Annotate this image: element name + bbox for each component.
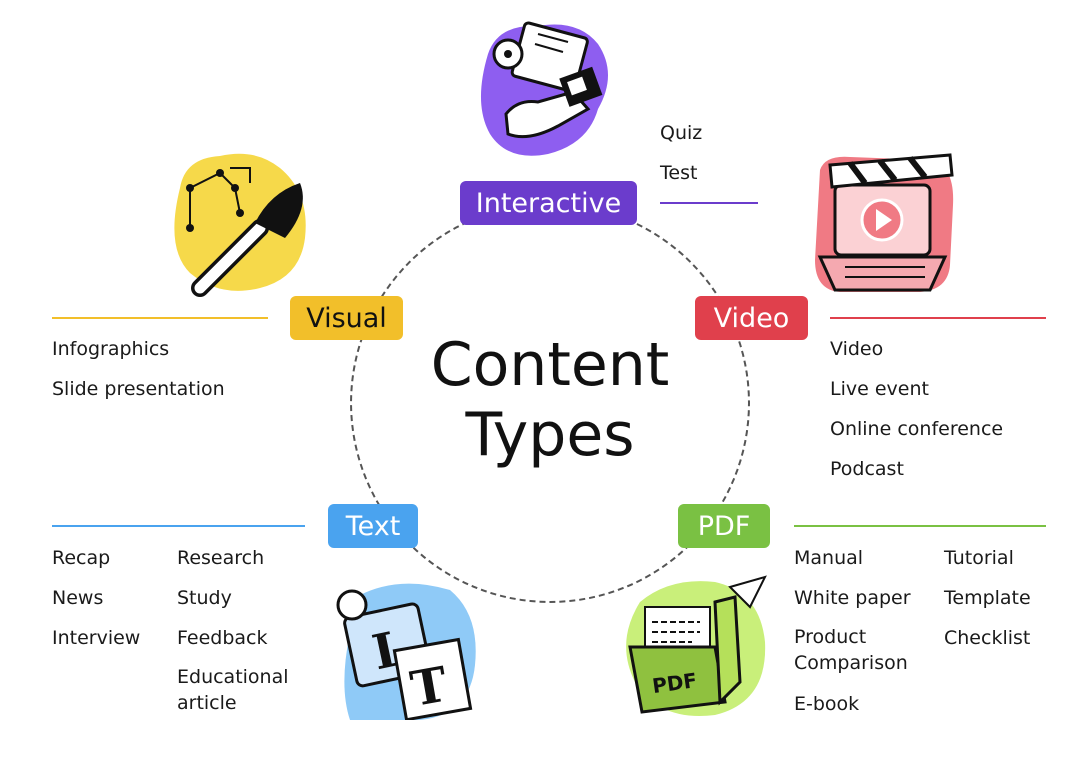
- pdf-item-manual: Manual: [794, 547, 864, 569]
- text-item-research: Research: [177, 547, 265, 569]
- interactive-rule: [660, 202, 758, 204]
- pdf-item-tutorial: Tutorial: [944, 547, 1014, 569]
- text-item-recap: Recap: [52, 547, 111, 569]
- pdf-rule: [794, 525, 1046, 527]
- text-item-interview: Interview: [52, 627, 141, 649]
- interactive-item-quiz: Quiz: [660, 122, 703, 144]
- category-pill-visual: Visual: [290, 296, 403, 340]
- title-line-2: Types: [465, 400, 635, 470]
- video-rule: [830, 317, 1046, 319]
- laptop-clapperboard-icon: [815, 153, 954, 292]
- paintbrush-icon: [174, 153, 306, 297]
- interactive-item-test: Test: [660, 162, 698, 184]
- pdf-item-e-book: E-book: [794, 693, 860, 715]
- visual-item-infographics: Infographics: [52, 338, 170, 360]
- video-item-online-conference: Online conference: [830, 418, 1004, 440]
- category-label-pdf: PDF: [697, 510, 751, 542]
- category-pill-interactive: Interactive: [460, 181, 637, 225]
- text-item-news: News: [52, 587, 104, 609]
- pdf-folder-icon: PDF: [626, 575, 767, 717]
- category-label-visual: Visual: [306, 302, 387, 334]
- category-pill-text: Text: [328, 504, 418, 548]
- text-rule: [52, 525, 305, 527]
- pdf-item-product-comparison: Product Comparison: [794, 626, 908, 674]
- visual-item-slide-presentation: Slide presentation: [52, 378, 225, 400]
- category-pill-video: Video: [695, 296, 808, 340]
- pdf-item-template: Template: [944, 587, 1031, 609]
- text-item-educational-article: Educational article: [177, 666, 289, 714]
- category-label-interactive: Interactive: [475, 187, 622, 219]
- category-pill-pdf: PDF: [678, 504, 770, 548]
- text-item-feedback: Feedback: [177, 627, 268, 649]
- video-item-video: Video: [830, 338, 884, 360]
- category-label-video: Video: [713, 302, 790, 334]
- visual-rule: [52, 317, 268, 319]
- video-item-live-event: Live event: [830, 378, 929, 400]
- diagram-title: Content Types: [400, 330, 700, 470]
- video-item-podcast: Podcast: [830, 458, 904, 480]
- hand-with-card-icon: [480, 21, 608, 156]
- title-line-1: Content: [430, 330, 670, 400]
- pdf-item-white-paper: White paper: [794, 587, 911, 609]
- pdf-item-checklist: Checklist: [944, 627, 1031, 649]
- text-item-study: Study: [177, 587, 232, 609]
- text-tool-icon: I T: [336, 583, 476, 720]
- category-label-text: Text: [345, 510, 401, 542]
